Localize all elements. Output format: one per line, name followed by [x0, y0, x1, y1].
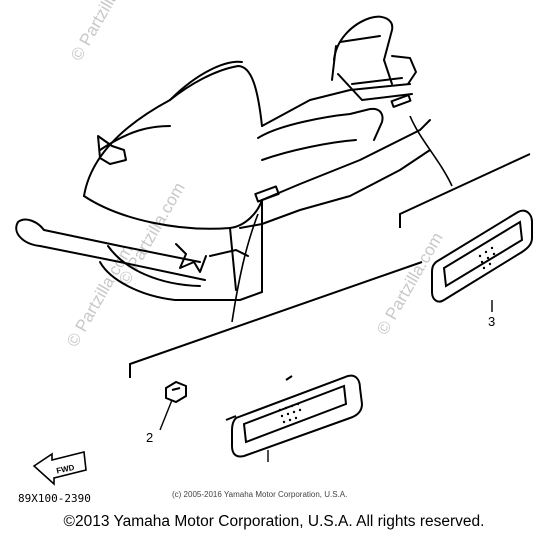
callout-label-3: 3 — [488, 314, 495, 329]
callout-label-2: 2 — [146, 430, 153, 445]
panel-outlines — [129, 153, 531, 378]
snowmobile-illustration — [15, 15, 431, 301]
footer-copyright: ©2013 Yamaha Motor Corporation, U.S.A. A… — [63, 513, 485, 530]
side-reflector-left — [225, 374, 364, 458]
callout-leaders — [159, 300, 493, 462]
forward-arrow-icon: FWD — [32, 451, 87, 486]
inline-copyright: (c) 2005-2016 Yamaha Motor Corporation, … — [172, 490, 347, 499]
watermark-right: © Partzilla.com — [373, 229, 447, 338]
leader-lines — [231, 115, 453, 323]
fwd-label: FWD — [56, 463, 76, 476]
reflector-left-dots — [278, 402, 302, 424]
drawing-code: 89X100-2390 — [18, 492, 91, 505]
watermark-top-right: © Partzilla.com — [67, 0, 141, 64]
nut-part — [165, 380, 187, 404]
watermark-center: © Partzilla.com — [115, 179, 189, 288]
reflector-right-dots — [478, 246, 496, 270]
side-reflector-right — [431, 209, 533, 303]
